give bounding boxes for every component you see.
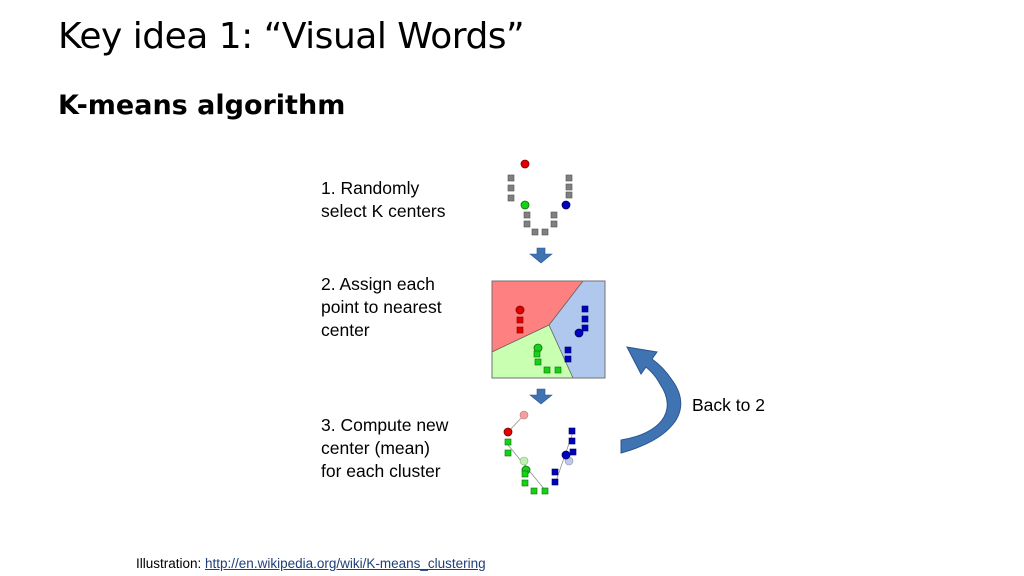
panel-1-random-centers (507, 159, 573, 236)
step-2-line-2: point to nearest (321, 297, 442, 317)
wikipedia-link[interactable]: http://en.wikipedia.org/wiki/K-means_clu… (205, 556, 486, 571)
center-red (503, 427, 513, 437)
point (541, 228, 549, 236)
point-blue (568, 427, 576, 435)
step-3-line-2: center (mean) (321, 438, 430, 458)
center-blue (561, 450, 571, 460)
step-3-line-1: 3. Compute new (321, 415, 449, 435)
point-green (534, 358, 542, 366)
slide-subtitle: K-means algorithm (58, 90, 346, 121)
point (507, 194, 515, 202)
step-2-text: 2. Assign each point to nearest center (321, 273, 471, 342)
point-blue (581, 305, 589, 313)
center-red (515, 305, 525, 315)
panel-3-new-centers (503, 410, 577, 495)
point (565, 174, 573, 182)
point-red (516, 326, 524, 334)
point (507, 184, 515, 192)
point (507, 174, 515, 182)
point-green (521, 470, 529, 478)
point-blue (564, 346, 572, 354)
point-green (504, 438, 512, 446)
slide-title: Key idea 1: “Visual Words” (58, 16, 525, 57)
old-center-green (519, 456, 529, 466)
center-red (520, 159, 530, 169)
point-blue (551, 468, 559, 476)
point-blue (581, 315, 589, 323)
loop-back-arrow-icon (620, 346, 682, 454)
panel-2-assignment (491, 280, 606, 379)
point-green (521, 479, 529, 487)
step-2-line-3: center (321, 320, 370, 340)
point (523, 211, 531, 219)
point-red (516, 316, 524, 324)
point (550, 211, 558, 219)
point-blue (568, 437, 576, 445)
down-arrow-icon (529, 388, 553, 405)
panel-frame (491, 280, 606, 379)
point-green (504, 449, 512, 457)
point (523, 220, 531, 228)
point-green (554, 366, 562, 374)
unassigned-points (507, 174, 573, 236)
point-green (530, 487, 538, 495)
point (565, 191, 573, 199)
point-blue (551, 478, 559, 486)
center-blue (561, 200, 571, 210)
step-3-text: 3. Compute new center (mean) for each cl… (321, 414, 471, 483)
step-2-line-1: 2. Assign each (321, 274, 435, 294)
point (565, 183, 573, 191)
region-red (492, 281, 583, 352)
point-blue (564, 355, 572, 363)
old-center-red (519, 410, 529, 420)
step-1-line-1: 1. Randomly (321, 178, 420, 198)
step-1-text: 1. Randomly select K centers (321, 177, 471, 223)
point (550, 220, 558, 228)
point-green (543, 366, 551, 374)
footer-citation: Illustration: http://en.wikipedia.org/wi… (136, 556, 486, 571)
point (531, 228, 539, 236)
point-blue (581, 324, 589, 332)
point-green (541, 487, 549, 495)
center-green (520, 200, 530, 210)
point-green (533, 350, 541, 358)
step-1-line-2: select K centers (321, 201, 446, 221)
back-to-2-label: Back to 2 (692, 395, 765, 415)
point-blue (569, 448, 577, 456)
footer-prefix: Illustration: (136, 556, 206, 571)
step-3-line-3: for each cluster (321, 461, 441, 481)
region-green (492, 325, 573, 378)
center-blue (574, 328, 584, 338)
down-arrow-icon (529, 247, 553, 264)
region-border (548, 324, 574, 379)
